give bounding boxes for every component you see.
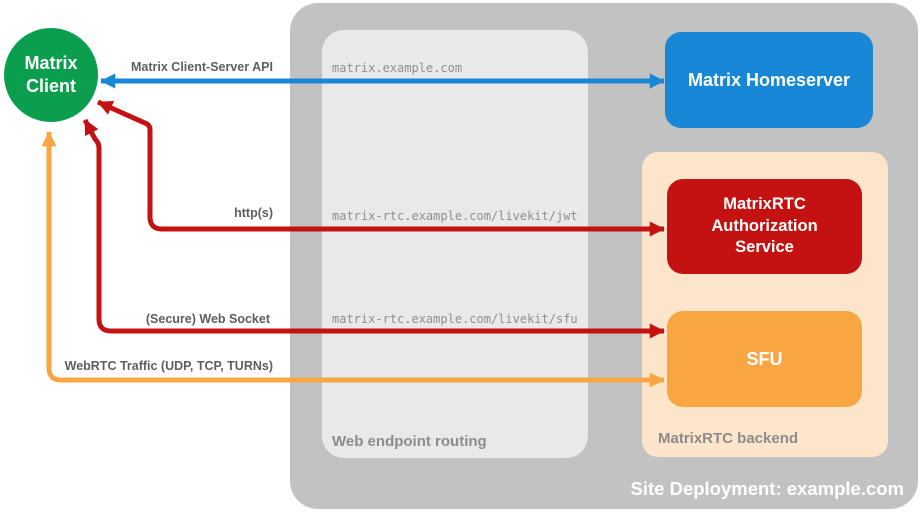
webrtc-traffic-label: WebRTC Traffic (UDP, TCP, TURNs) — [64, 359, 273, 373]
matrix-client-label-line2: Client — [25, 76, 76, 96]
sfu-node: SFU — [667, 311, 862, 407]
matrixrtc-authorization-service-node: MatrixRTC Authorization Service — [667, 179, 862, 274]
matrix-client-node: Matrix Client — [4, 28, 98, 122]
matrixrtc-backend-label: MatrixRTC backend — [658, 430, 799, 447]
matrixrtc-authorization-service-label: MatrixRTC Authorization Service — [711, 194, 818, 257]
endpoint-livekit-jwt: matrix-rtc.example.com/livekit/jwt — [332, 209, 578, 223]
secure-web-socket-label: (Secure) Web Socket — [145, 312, 270, 326]
endpoint-matrix-example-com: matrix.example.com — [332, 61, 463, 75]
matrix-client-label: Matrix Client — [24, 52, 77, 99]
matrix-homeserver-node: Matrix Homeserver — [665, 32, 873, 128]
site-deployment-label: Site Deployment: example.com — [630, 478, 904, 499]
client-server-api-label: Matrix Client-Server API — [131, 60, 273, 74]
web-endpoint-routing-label: Web endpoint routing — [332, 433, 487, 450]
matrix-homeserver-label: Matrix Homeserver — [687, 69, 851, 90]
https-label: http(s) — [234, 206, 273, 220]
endpoint-livekit-sfu: matrix-rtc.example.com/livekit/sfu — [332, 312, 578, 326]
sfu-label: SFU — [746, 348, 783, 369]
web-endpoint-routing-box: Web endpoint routing — [322, 30, 588, 458]
matrix-client-label-line1: Matrix — [24, 52, 78, 73]
